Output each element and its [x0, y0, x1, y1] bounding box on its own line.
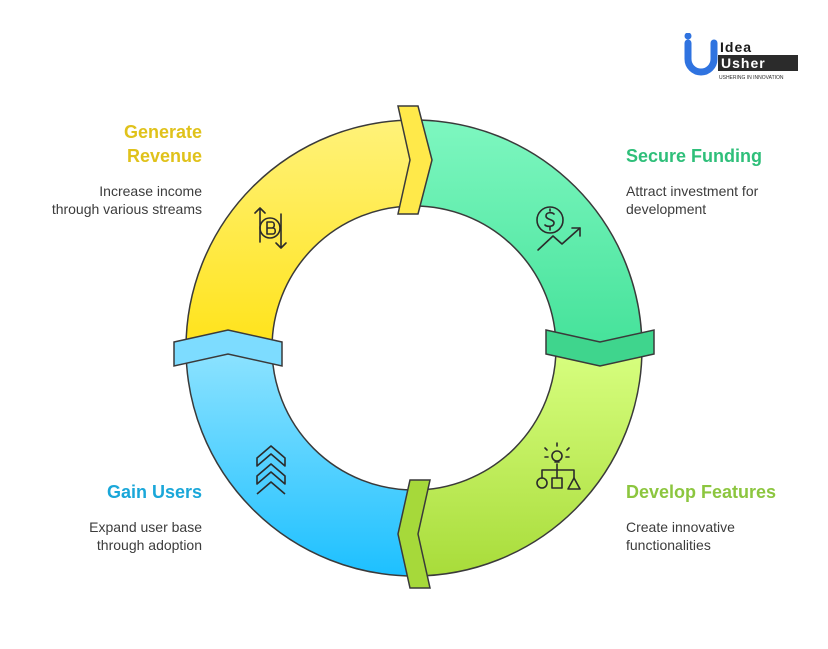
logo-word-usher: Usher: [721, 55, 766, 71]
label-gain-users: Gain Users Expand user base through adop…: [89, 480, 202, 554]
stage-description: Expand user base through adoption: [89, 519, 202, 553]
stage-description: Increase income through various streams: [51, 183, 202, 217]
arrow-top: [397, 105, 433, 215]
stage-title: Secure Funding: [626, 146, 763, 166]
segment-gain-users: [185, 347, 415, 577]
segment-secure-funding: [413, 119, 643, 349]
bitcoin-exchange-icon: [254, 207, 287, 249]
label-develop-features: Develop Features Create innovative funct…: [626, 480, 776, 554]
stage-description: Attract investment for development: [626, 183, 759, 217]
arrow-left: [173, 329, 283, 367]
stage-description: Create innovative functionalities: [626, 519, 735, 553]
logo-word-idea: Idea: [720, 39, 752, 55]
stage-title: Develop Features: [626, 482, 777, 502]
dollar-growth-icon: [536, 206, 581, 251]
chevrons-up-icon: [256, 445, 286, 495]
label-secure-funding: Secure Funding Attract investment for de…: [626, 144, 762, 218]
arrow-right: [545, 329, 655, 367]
logo-tagline: USHERING IN INNOVATION: [719, 75, 784, 81]
segment-generate-revenue: [185, 119, 415, 349]
segment-develop-features: [413, 347, 643, 577]
stage-title: Generate Revenue: [123, 122, 202, 166]
idea-usher-logo: Idea Usher USHERING IN INNOVATION: [684, 32, 802, 81]
label-generate-revenue: Generate Revenue Increase income through…: [52, 120, 202, 218]
stage-title: Gain Users: [106, 482, 202, 502]
idea-shapes-icon: [536, 442, 581, 490]
arrow-bottom: [397, 479, 431, 589]
